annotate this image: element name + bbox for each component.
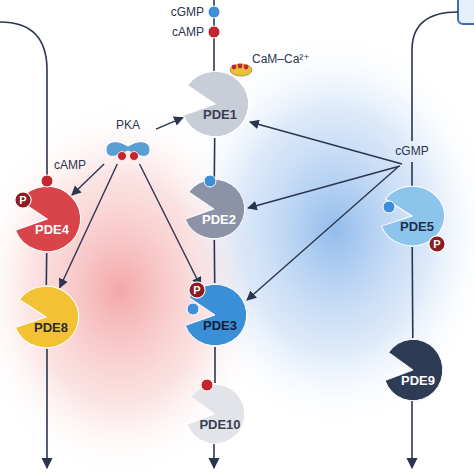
enzyme-shape (182, 178, 246, 240)
pathway-connector (411, 247, 413, 338)
enzyme-shape (184, 383, 246, 445)
pathway-line (412, 12, 458, 141)
pathway-connector (214, 138, 216, 178)
cgmp-molecule (187, 303, 199, 315)
enzyme-label: PDE1 (190, 107, 250, 122)
activation-arrow (247, 167, 398, 300)
cofactor-label: CaM–Ca²⁺ (252, 52, 322, 66)
camp-glow (0, 100, 270, 474)
pathway-line (213, 0, 215, 72)
kinase-node: PKA (100, 118, 156, 164)
pathway-connector (214, 240, 216, 283)
camp-molecule (41, 175, 53, 187)
cgmp-molecule (208, 6, 220, 18)
phospho-site: P (14, 191, 32, 209)
enzyme-label: PDE10 (194, 417, 246, 432)
pathway-line (0, 22, 47, 186)
pathway-connector (45, 253, 47, 285)
calmodulin-calcium (230, 64, 252, 76)
enzyme-label: PDE5 (388, 219, 446, 234)
activation-arrow (250, 122, 402, 164)
enzyme-shape (382, 338, 444, 402)
pathway-connector (214, 347, 216, 383)
molecule-label: cGMP (388, 144, 436, 158)
molecule-label: cAMP (54, 158, 104, 172)
pde-enzyme: PDE9 (382, 338, 444, 402)
enzyme-label: PDE2 (192, 212, 246, 227)
phospho-site: P (428, 235, 446, 253)
cgmp-glow (175, 30, 474, 430)
enzyme-shape (180, 70, 250, 138)
pde-enzyme: PDE1 (180, 70, 250, 138)
pde-enzyme: PDE4 P (12, 185, 82, 253)
camp-molecule (201, 379, 213, 391)
molecule-label: cGMP (156, 5, 204, 19)
pde-enzyme: PDE8 (12, 285, 80, 349)
phospho-label: P (14, 193, 32, 207)
pathway-line (213, 444, 215, 468)
pde-enzyme: PDE2 (182, 178, 246, 240)
pathway-line (46, 349, 48, 468)
cgmp-molecule (204, 175, 216, 187)
enzyme-label: PDE4 (22, 222, 82, 237)
pathway-line (411, 401, 413, 468)
enzyme-label: PDE9 (392, 373, 444, 388)
phospho-label: P (428, 237, 446, 251)
molecule-label: cAMP (156, 25, 204, 39)
phospho-site: P (188, 281, 206, 299)
pde-enzyme: PDE3 P (182, 283, 248, 347)
kinase-label: PKA (100, 118, 156, 133)
phospho-label: P (188, 283, 206, 297)
pde-enzyme: PDE5P (378, 185, 446, 247)
enzyme-shape (12, 285, 80, 349)
enzyme-label: PDE3 (192, 318, 248, 333)
pathway-line (411, 162, 413, 187)
regulation-arrow (156, 118, 183, 130)
enzyme-label: PDE8 (22, 320, 80, 335)
activation-arrow (248, 166, 400, 208)
pde-enzyme: PDE10 (184, 383, 246, 445)
offscreen-box (458, 0, 474, 24)
cgmp-molecule (383, 201, 395, 213)
camp-molecule (208, 26, 220, 38)
